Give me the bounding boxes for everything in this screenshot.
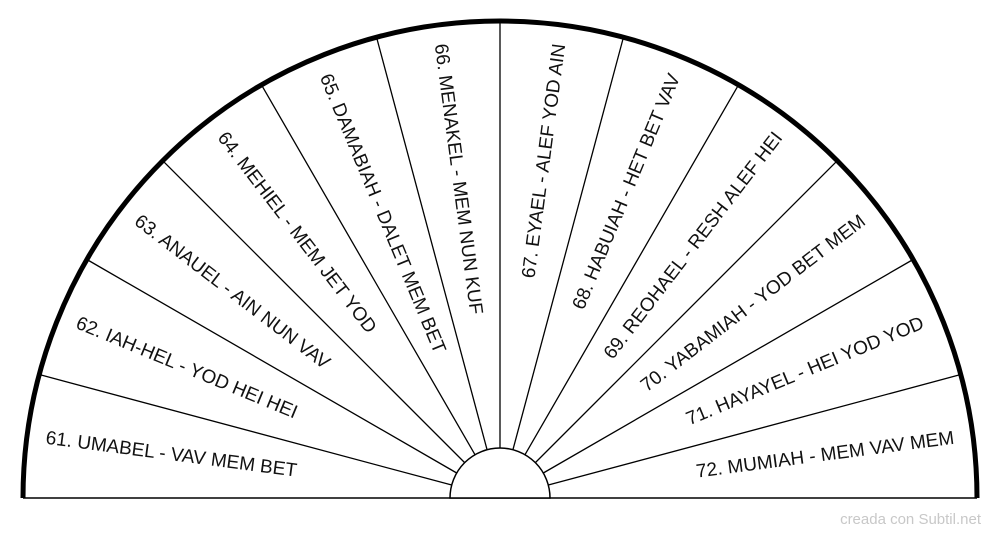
- segment-divider: [524, 84, 740, 456]
- segment-label-65: 65. DAMABIAH - DALET MEM BET: [315, 71, 450, 357]
- segment-divider: [39, 373, 452, 486]
- inner-hub-arc: [449, 447, 551, 499]
- segment-divider: [375, 37, 488, 450]
- segment-label-72: 72. MUMIAH - MEM VAV MEM: [695, 428, 956, 483]
- segment-divider: [548, 373, 961, 486]
- credit-text: creada con Subtil.net: [840, 511, 981, 528]
- outer-arc: [20, 18, 980, 499]
- segment-divider: [534, 160, 838, 464]
- segment-label-66: 66. MENAKEL - MEM NUN KUF: [430, 43, 486, 316]
- segment-divider: [162, 160, 466, 464]
- segment-divider: [86, 258, 458, 474]
- segment-divider: [512, 37, 625, 450]
- segment-label-61: 61. UMABEL - VAV MEM BET: [45, 428, 299, 482]
- segment-divider: [260, 84, 476, 456]
- segment-dividers: [39, 21, 961, 486]
- segment-divider: [542, 258, 914, 474]
- segment-label-67: 67. EYAEL - ALEF YOD AIN: [519, 43, 571, 280]
